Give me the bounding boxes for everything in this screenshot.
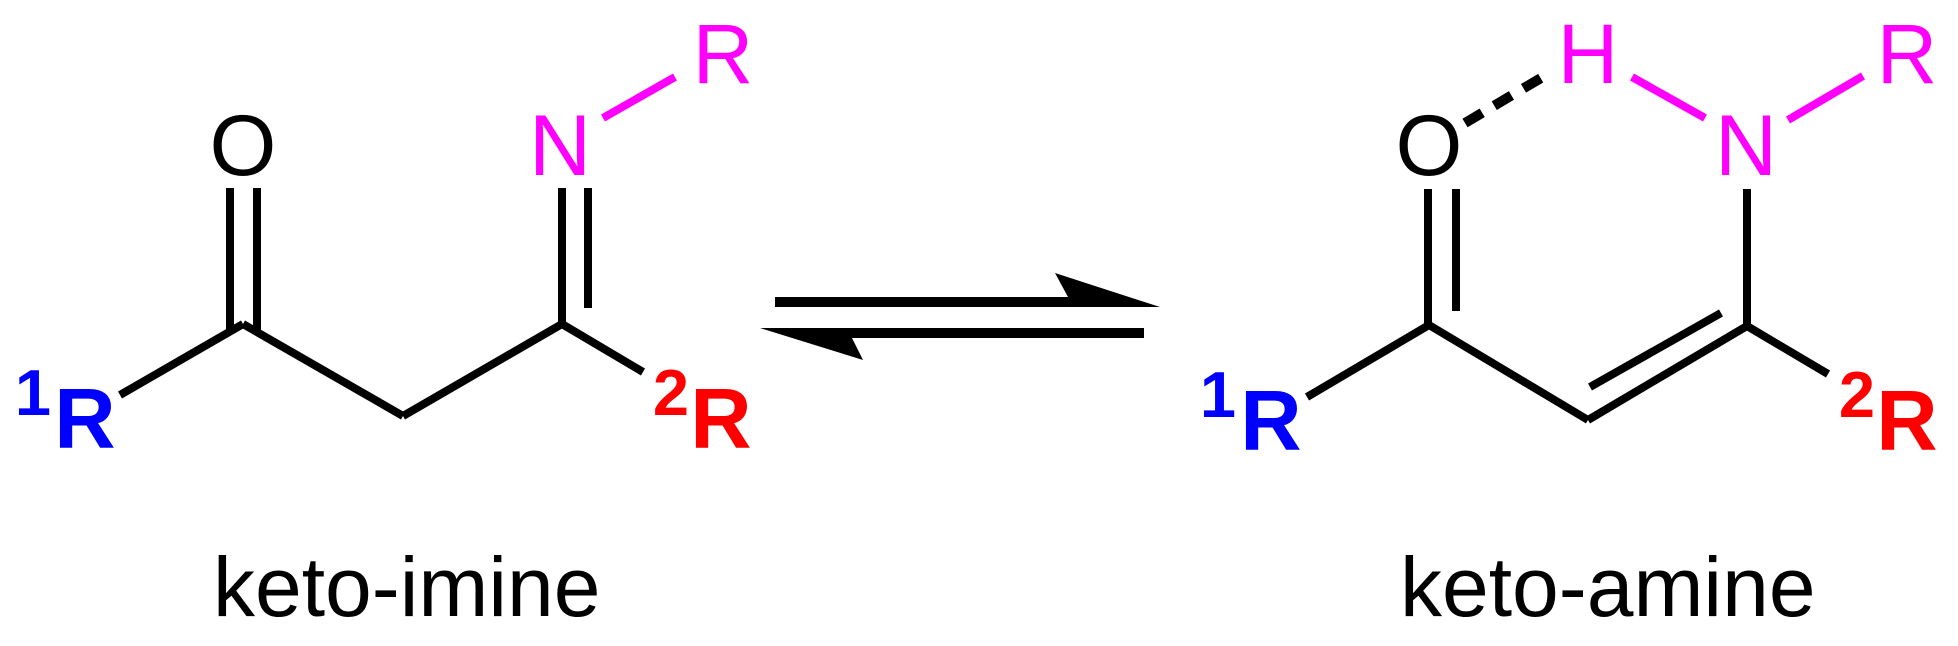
bond-c1-r1	[118, 320, 245, 399]
right_molecule-label-o: O	[1396, 98, 1463, 194]
right_molecule-label-r2: R	[1876, 374, 1937, 469]
left_molecule-label-r-n: R	[693, 7, 754, 101]
bond-c1-ch2	[241, 320, 405, 420]
left_molecule-label-n: N	[529, 98, 591, 194]
equilibrium-arrow	[760, 273, 1160, 360]
bond-c2-r2	[559, 320, 646, 376]
right_molecule-label-sup1: 1	[1200, 358, 1236, 431]
bond-cc-inner	[1588, 309, 1723, 391]
keto-imine-caption: keto-imine	[213, 540, 600, 634]
bond-c2-r2	[1744, 322, 1831, 378]
right_molecule-label-r-n: R	[1877, 7, 1938, 101]
right_molecule-label-r1: R	[1240, 374, 1301, 469]
bond-n-r	[1785, 72, 1866, 124]
keto-amine-bonds	[1304, 72, 1866, 424]
keto-amine-caption: keto-amine	[1400, 540, 1816, 634]
bond-c1-r1	[1304, 321, 1432, 401]
hydrogen-bond-dashed	[1462, 70, 1549, 128]
left_molecule-label-o: O	[210, 98, 277, 194]
reverse-arrow-head	[760, 328, 863, 360]
left_molecule-label-sup2: 2	[653, 356, 689, 429]
right_molecule-label-n: N	[1715, 98, 1777, 194]
keto-imine-bonds	[118, 73, 677, 420]
right_molecule-label-sup2: 2	[1839, 358, 1875, 431]
right_molecule-label-h: H	[1558, 7, 1619, 101]
bond-n-h	[1630, 73, 1707, 122]
left_molecule-label-r1: R	[54, 372, 115, 467]
bond-c1-ch	[1426, 321, 1591, 424]
bond-n-r	[601, 73, 677, 122]
left_molecule-label-sup1: 1	[15, 356, 51, 429]
left_molecule-label-r2: R	[690, 372, 751, 467]
bond-ch2-c2	[400, 320, 565, 420]
bond-ch-c2	[1585, 322, 1750, 424]
forward-arrow-head	[1055, 273, 1160, 307]
